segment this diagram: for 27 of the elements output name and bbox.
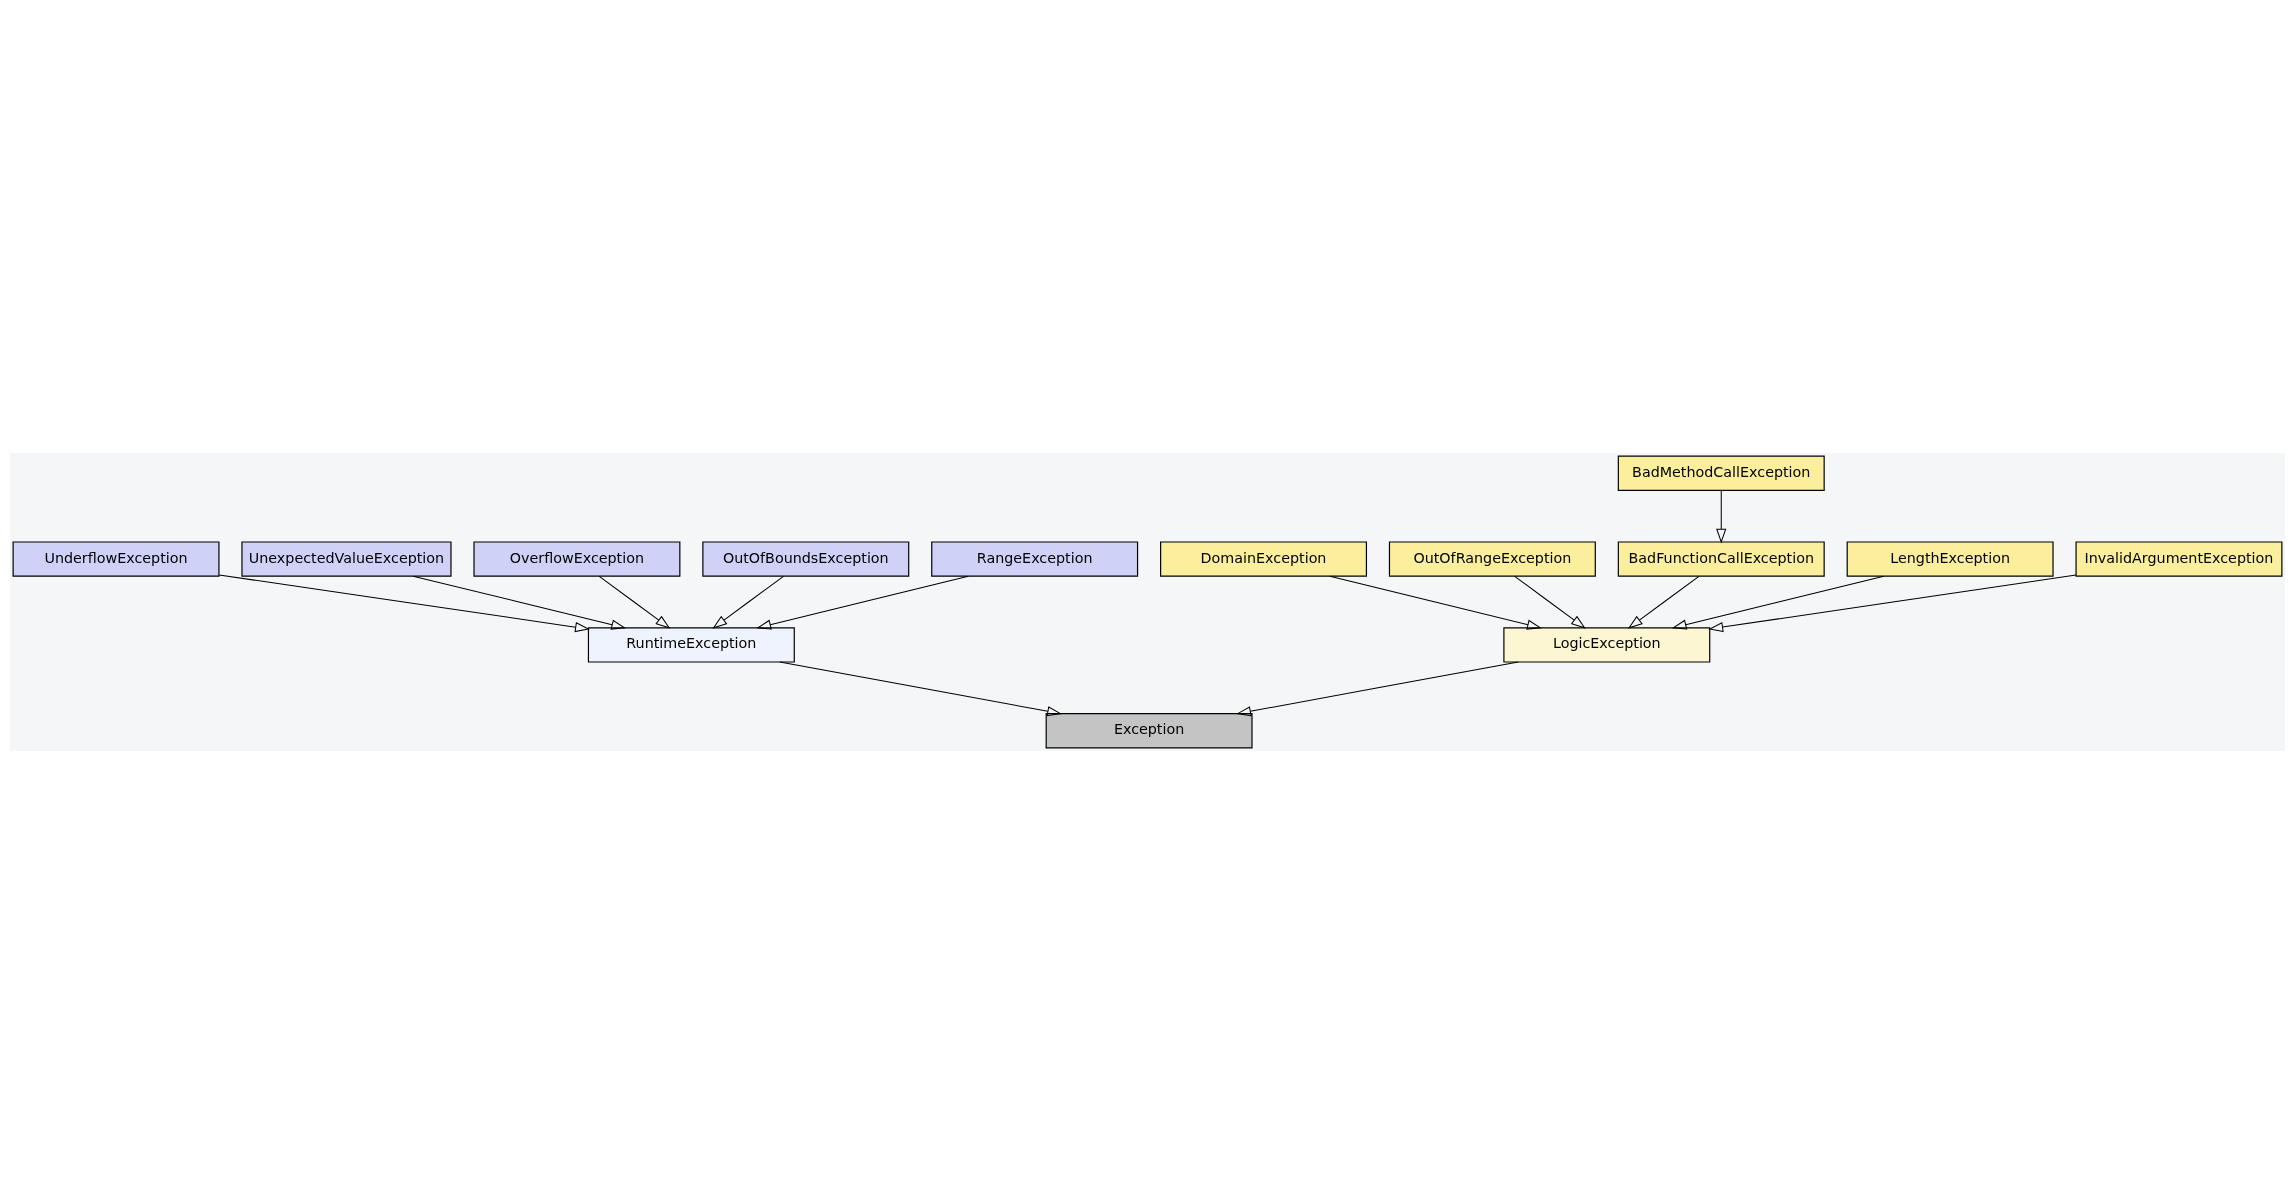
node-box: LogicException (1503, 627, 1711, 663)
node-box: OverflowException (473, 541, 681, 577)
arrow (712, 575, 784, 629)
node-box: BadFunctionCallException (1617, 541, 1825, 577)
node-box: UnderflowException (12, 541, 220, 577)
arrow (1671, 575, 1885, 630)
node-box: LengthException (1846, 541, 2054, 577)
node-box: BadMethodCallException (1617, 455, 1825, 491)
arrow (1514, 575, 1586, 629)
arrow (218, 574, 590, 633)
node-box: DomainException (1160, 541, 1368, 577)
arrow (1708, 574, 2077, 633)
arrow (1236, 661, 1519, 717)
arrow (756, 575, 969, 630)
node-box: UnexpectedValueException (241, 541, 452, 577)
node-box: InvalidArgumentException (2075, 541, 2283, 577)
arrow (412, 575, 627, 630)
arrow (598, 575, 671, 629)
node-box: Exception (1045, 713, 1253, 749)
node-box: RuntimeException (587, 627, 795, 663)
arrow (779, 661, 1062, 717)
arrow (1716, 490, 1727, 544)
arrow (1329, 575, 1542, 630)
node-box: OutOfRangeException (1388, 541, 1596, 577)
node-box: RangeException (931, 541, 1139, 577)
node-box: OutOfBoundsException (702, 541, 910, 577)
arrow (1627, 575, 1700, 629)
